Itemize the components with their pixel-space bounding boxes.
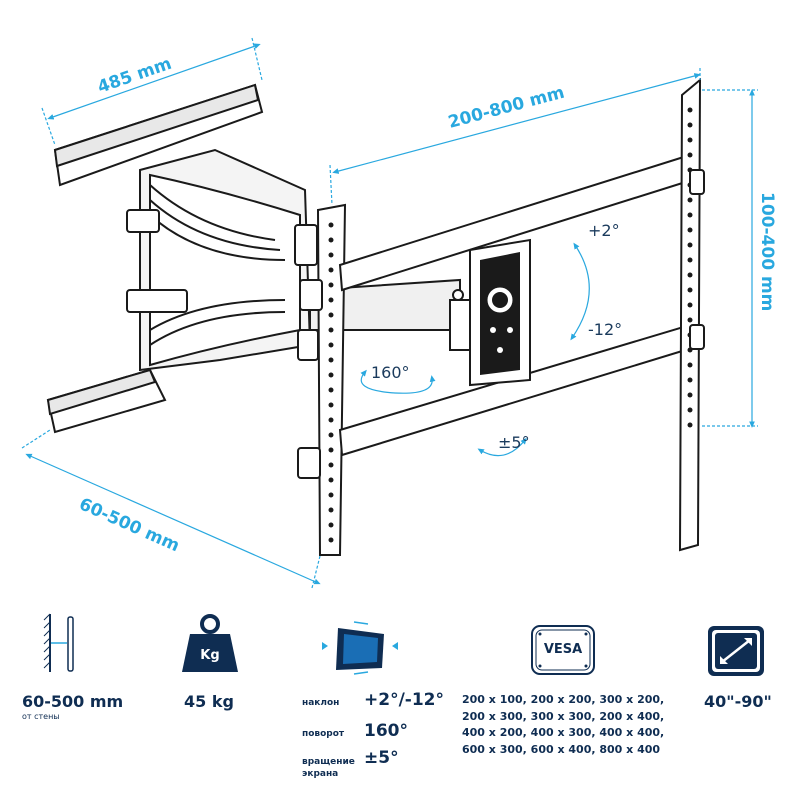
vesa-sizes-list: 200 x 100, 200 x 200, 300 x 200, 200 x 3… [462,692,692,758]
dim-depth-top-label: 485 mm [95,54,174,98]
spec-load-value: 45 kg [184,692,234,711]
dimension-lines [21,37,758,589]
spec-distance-value: 60-500 mm [22,692,124,711]
spec-tilt-label: наклон [302,698,340,708]
vesa-sizes-line: 400 x 200, 400 x 300, 400 x 400, [462,726,665,739]
right-vertical-rail [678,77,705,552]
vesa-badge-text: VESA [543,642,583,657]
dim-height-label: 100-400 mm [757,192,777,311]
dim-width-label: 200-800 mm [446,83,566,133]
spec-screen-value: 40"-90" [704,692,772,711]
vesa-badge-icon [531,625,595,675]
spec-swivel-value: 160° [364,721,408,741]
spec-distance-caption: от стены [22,712,60,721]
dim-extension-label: 60-500 mm [76,494,182,556]
weight-icon [182,614,238,672]
wall-arms [126,148,461,372]
vesa-sizes-line: 200 x 100, 200 x 200, 300 x 200, [462,693,665,706]
weight-icon-text: Kg [200,648,220,663]
vesa-sizes-line: 200 x 300, 300 x 300, 200 x 400, [462,709,665,723]
spec-rotation-label-1: вращение [302,757,355,767]
spec-tilt-value: +2°/-12° [364,690,444,710]
angle-rotation-label: ±5° [498,433,530,452]
angle-swivel-label: 160° [371,363,410,382]
mount-diagram: 485 mm 200-800 mm 100-400 mm 60-500 mm +… [21,37,777,589]
angle-tilt-down-label: -12° [588,320,622,339]
tilt-swivel-icon [322,621,398,675]
spec-swivel-label: поворот [302,729,345,739]
angle-tilt-up-label: +2° [588,221,620,240]
spec-rotation-value: ±5° [364,748,399,768]
vesa-sizes-line: 600 x 300, 600 x 400, 800 x 400 [462,742,661,756]
spec-rotation-label-2: экрана [302,769,339,779]
tilt-plate [449,238,531,387]
screen-size-icon [708,626,764,676]
wall-distance-icon [43,613,74,672]
